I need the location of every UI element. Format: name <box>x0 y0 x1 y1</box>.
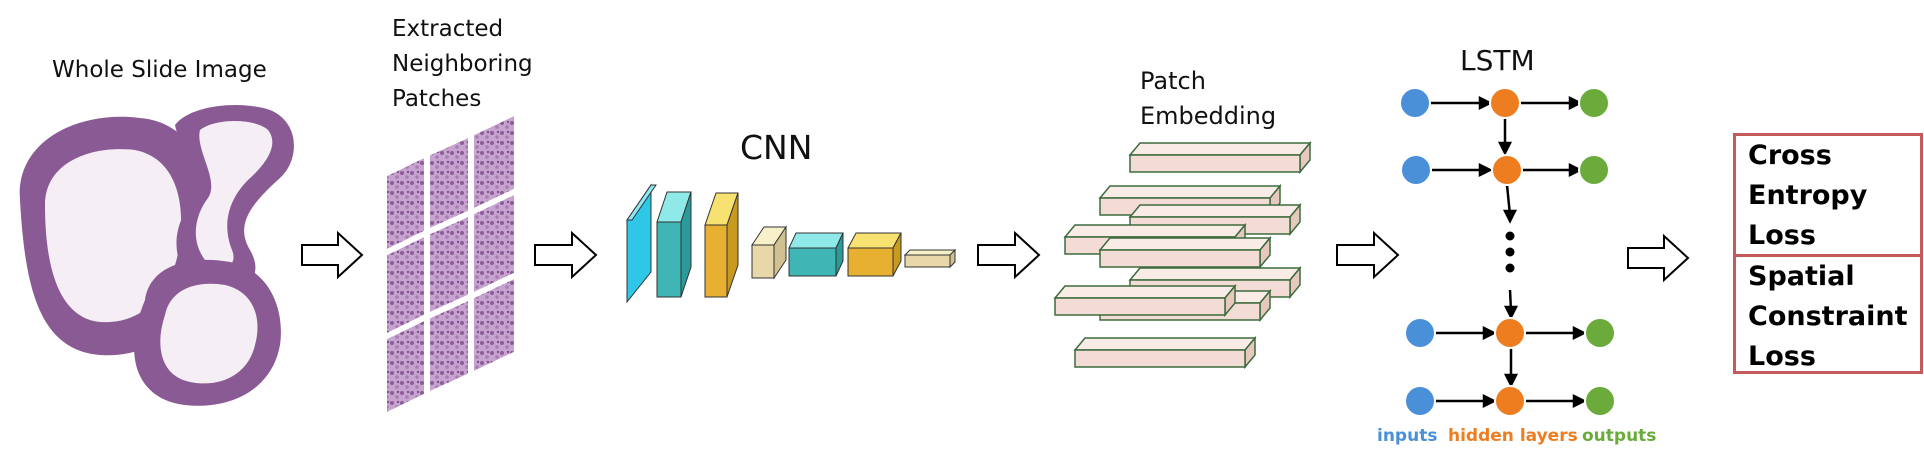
legend-outputs: outputs <box>1582 426 1657 446</box>
output-node <box>1584 385 1616 417</box>
legend-inputs: inputs <box>1377 426 1438 446</box>
hidden-node <box>1494 317 1526 349</box>
output-node <box>1584 317 1616 349</box>
cnn-layers <box>626 183 957 304</box>
input-node <box>1400 154 1432 186</box>
arrow-3 <box>977 230 1041 280</box>
output-node <box>1578 87 1610 119</box>
input-node <box>1404 317 1436 349</box>
legend-hidden-layers: hidden layers <box>1448 426 1578 446</box>
neighboring-patches <box>383 109 518 419</box>
whole-slide-image-title: Whole Slide Image <box>52 57 267 83</box>
hidden-node <box>1489 87 1521 119</box>
input-node <box>1404 385 1436 417</box>
hidden-node <box>1491 154 1523 186</box>
output-node <box>1578 154 1610 186</box>
lstm-edges <box>1430 95 1587 409</box>
input-node <box>1399 87 1431 119</box>
cross-entropy-loss-box: Cross Entropy Loss <box>1733 133 1923 257</box>
arrow-1 <box>301 230 364 280</box>
patch-embedding-title: Patch Embedding <box>1140 67 1277 130</box>
arrow-2 <box>534 230 598 280</box>
cross-entropy-loss-label: Cross Entropy Loss <box>1748 140 1868 251</box>
arrow-4 <box>1336 230 1400 280</box>
arrow-5 <box>1627 233 1690 283</box>
hidden-node <box>1494 385 1526 417</box>
ellipsis-dots <box>1505 231 1515 273</box>
patches-title: Extracted Neighboring Patches <box>392 16 533 112</box>
cnn-title: CNN <box>740 128 813 167</box>
whole-slide-image <box>19 105 294 406</box>
patch-embeddings <box>1053 140 1312 370</box>
spatial-constraint-loss-box: Spatial Constraint Loss <box>1733 254 1923 374</box>
lstm-nodes <box>1399 87 1616 417</box>
spatial-constraint-loss-label: Spatial Constraint Loss <box>1748 261 1908 372</box>
lstm-title: LSTM <box>1460 44 1535 77</box>
